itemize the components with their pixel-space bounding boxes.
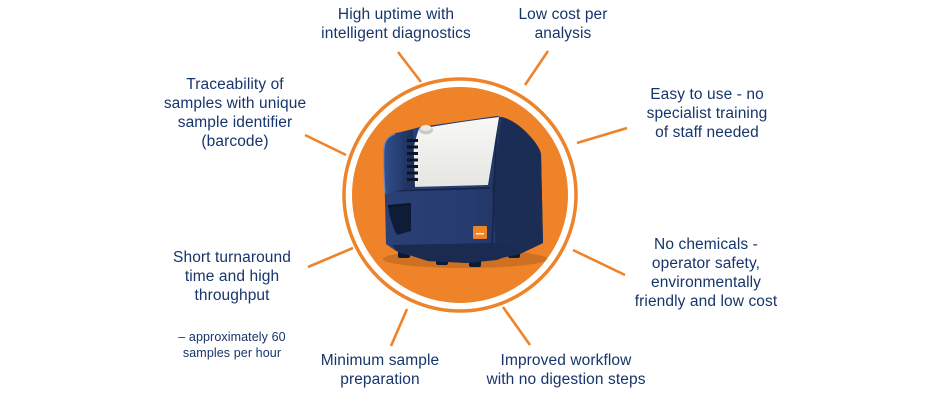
center-circle-ring — [342, 77, 578, 313]
benefit-label-short-turnaround: Short turnaround time and high throughpu… — [173, 229, 291, 380]
device-lid — [411, 117, 499, 187]
connector-line-minimum-sample — [389, 308, 409, 347]
connector-line-low-cost — [523, 50, 550, 86]
benefit-label-minimum-sample: Minimum sample preparation — [320, 352, 440, 388]
device-seam — [385, 187, 491, 192]
device-slot-lip — [387, 203, 412, 207]
connector-line-improved-workflow — [501, 306, 532, 346]
benefit-label-short-turnaround-main: Short turnaround time and high throughpu… — [173, 249, 291, 304]
benefit-note-throughput: – approximately 60 samples per hour — [178, 330, 286, 360]
device-slot — [388, 204, 411, 235]
connector-line-high-uptime — [396, 51, 423, 83]
benefit-label-traceability: Traceability of samples with unique samp… — [163, 76, 307, 150]
benefit-label-high-uptime: High uptime with intelligent diagnostics — [321, 6, 471, 42]
analyzer-instrument-illustration — [383, 116, 547, 268]
device-vents — [407, 139, 418, 181]
connector-line-short-turnaround — [307, 246, 354, 269]
brand-logo-badge — [473, 226, 487, 239]
device-front-edge — [491, 116, 498, 247]
connector-lines — [304, 50, 628, 347]
benefit-label-easy-to-use: Easy to use - no specialist training of … — [646, 86, 768, 141]
benefit-label-improved-workflow: Improved workflow with no digestion step… — [486, 352, 646, 388]
device-base — [392, 243, 521, 263]
device-side-panel — [492, 117, 543, 259]
connector-line-no-chemicals — [572, 248, 626, 277]
device-knob-top — [420, 125, 432, 131]
device-fin-highlight — [383, 133, 396, 194]
connector-line-easy-to-use — [576, 126, 628, 145]
benefit-label-no-chemicals: No chemicals - operator safety, environm… — [634, 236, 778, 310]
benefit-label-low-cost: Low cost per analysis — [518, 6, 608, 42]
connector-line-traceability — [304, 133, 347, 157]
brand-logo-mark — [476, 233, 484, 235]
